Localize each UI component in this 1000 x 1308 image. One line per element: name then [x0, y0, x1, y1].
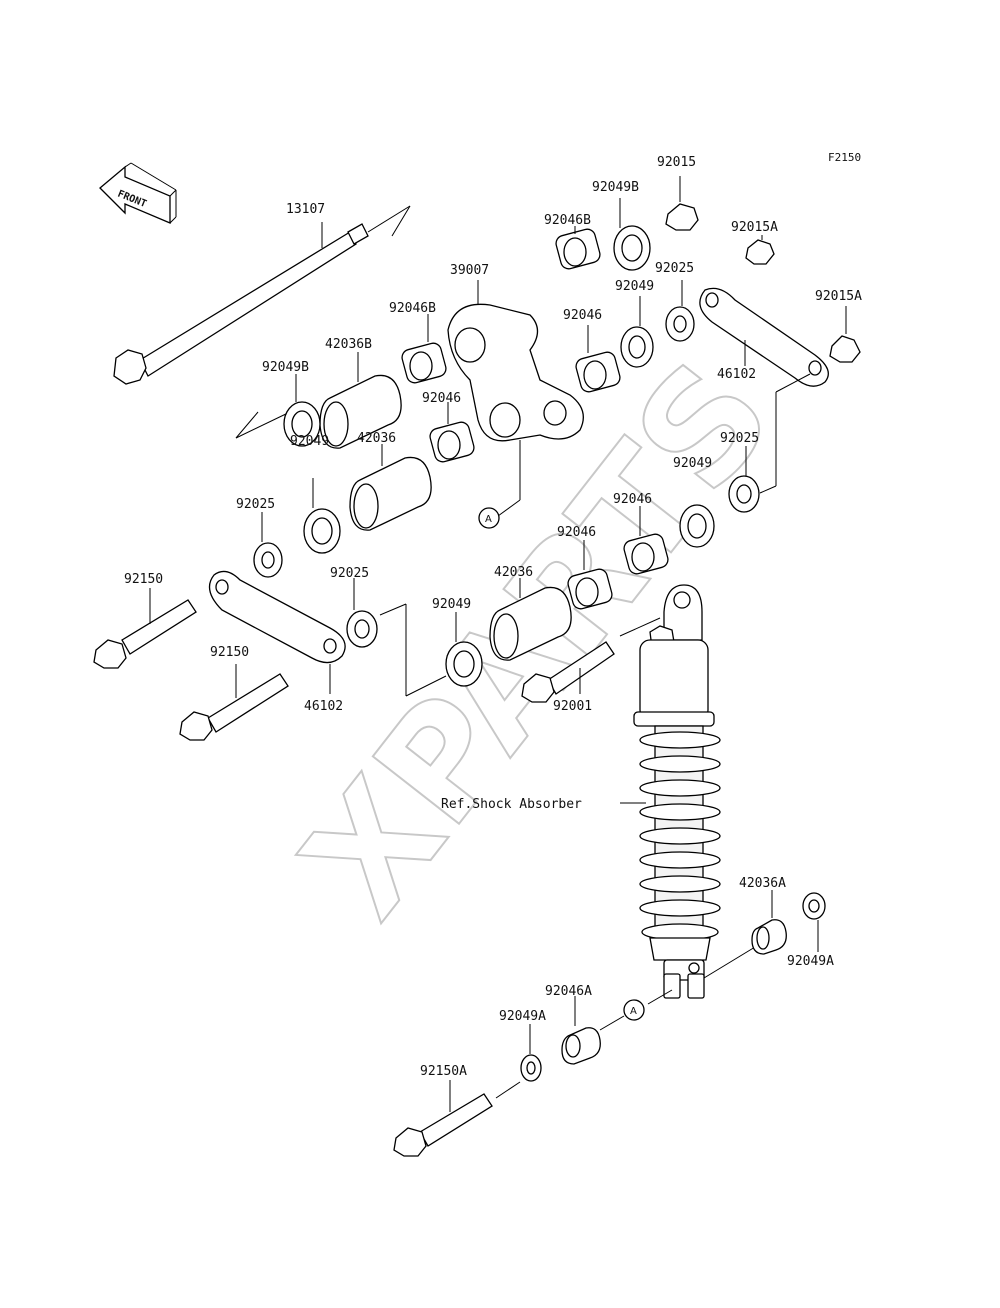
- label-92046b-left: 92046B: [389, 301, 436, 316]
- washer-92025-right: [728, 446, 760, 513]
- collar-42036-mid: [489, 578, 572, 661]
- label-92015a-2: 92015A: [815, 289, 862, 304]
- label-92046a: 92046A: [545, 984, 592, 999]
- collar-42036-left: [349, 444, 432, 531]
- bolt-92150-2: [179, 664, 289, 741]
- washer-92025-mid: [346, 578, 378, 648]
- label-92025-left: 92025: [236, 497, 275, 512]
- label-42036-mid: 42036: [494, 565, 533, 580]
- label-92046b-top: 92046B: [544, 213, 591, 228]
- svg-text:A: A: [485, 514, 492, 525]
- label-92015a-1: 92015A: [731, 220, 778, 235]
- label-92049a-right: 92049A: [787, 954, 834, 969]
- label-92025-right: 92025: [720, 431, 759, 446]
- washer-92049a-left: [520, 1024, 542, 1082]
- shock-spring: [639, 731, 721, 941]
- nut-92015: [665, 176, 699, 231]
- front-arrow-icon: FRONT: [99, 162, 177, 224]
- washer-92025-top: [665, 280, 695, 342]
- label-92025-top: 92025: [655, 261, 694, 276]
- bearing-92046a: [561, 996, 601, 1065]
- washer-92049-left: [303, 478, 341, 554]
- label-92049a-left: 92049A: [499, 1009, 546, 1024]
- washer-92049-mid: [445, 612, 483, 687]
- link-plate-46102-right: [699, 287, 829, 387]
- label-92001: 92001: [553, 699, 592, 714]
- bearing-92046-left: [429, 402, 475, 463]
- label-92150-1: 92150: [124, 572, 163, 587]
- svg-text:A: A: [630, 1006, 637, 1017]
- bearing-92046b-top: [555, 226, 601, 270]
- label-46102-left: 46102: [304, 699, 343, 714]
- label-92049b-top: 92049B: [592, 180, 639, 195]
- label-92046-left: 92046: [422, 391, 461, 406]
- collar-42036b: [319, 352, 402, 449]
- bearing-92046b-left: [401, 314, 447, 384]
- label-42036b: 42036B: [325, 337, 372, 352]
- label-92049-mid: 92049: [432, 597, 471, 612]
- shock-absorber: [633, 584, 721, 999]
- washer-92049-top: [620, 296, 654, 368]
- label-13107: 13107: [286, 202, 325, 217]
- nut-92015a-2: [829, 306, 861, 363]
- label-92150-2: 92150: [210, 645, 249, 660]
- collar-42036a: [751, 890, 787, 955]
- label-92049-right: 92049: [673, 456, 712, 471]
- label-92046-mid: 92046: [557, 525, 596, 540]
- label-39007: 39007: [450, 263, 489, 278]
- reference-label-shock-absorber: Ref.Shock Absorber: [441, 797, 582, 812]
- label-92049-left: 92049: [290, 434, 329, 449]
- bolt-92150-1: [93, 588, 197, 669]
- nut-92015a-1: [745, 235, 775, 265]
- label-92015: 92015: [657, 155, 696, 170]
- bolt-92150a: [393, 1080, 521, 1157]
- washer-92025-left: [253, 512, 283, 578]
- washer-92049a-right: [802, 892, 826, 952]
- label-46102-right: 46102: [717, 367, 756, 382]
- bearing-92046-top: [575, 325, 621, 393]
- rocker-arm-39007: [447, 280, 584, 517]
- label-92046-right: 92046: [613, 492, 652, 507]
- label-92049-top: 92049: [615, 279, 654, 294]
- washer-92049b-left: [283, 374, 321, 447]
- label-92150a: 92150A: [420, 1064, 467, 1079]
- label-42036a: 42036A: [739, 876, 786, 891]
- label-92046-top: 92046: [563, 308, 602, 323]
- shaft-13107: [113, 205, 411, 439]
- label-92025-mid: 92025: [330, 566, 369, 581]
- label-42036-left: 42036: [357, 431, 396, 446]
- bearing-92046-right: [623, 506, 669, 575]
- callout-a-lower: A: [623, 999, 645, 1021]
- washer-92049b-top: [613, 198, 651, 271]
- bolt-92001: [521, 617, 661, 703]
- bearing-92046-mid: [567, 540, 613, 610]
- callout-a-upper: A: [478, 507, 500, 529]
- diagram-code: F2150: [828, 151, 861, 164]
- washer-92049-right: [679, 504, 715, 548]
- label-92049b-left: 92049B: [262, 360, 309, 375]
- link-plate-46102-left: [208, 570, 346, 694]
